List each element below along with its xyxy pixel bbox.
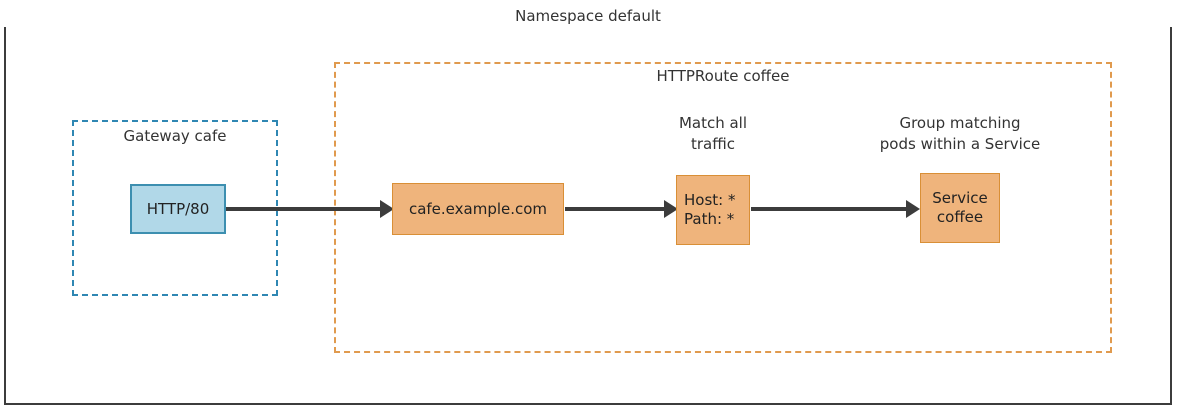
node-backend-service[interactable]: Service coffee [920, 173, 1000, 243]
node-backend-service-name: coffee [936, 208, 984, 226]
match-annotation-line1: Match all [678, 114, 748, 132]
connector-hostname-to-match [565, 207, 667, 211]
node-backend-service-lines: Service coffee [932, 189, 987, 227]
node-gateway-listener-label: HTTP/80 [146, 199, 210, 218]
gateway-label: Gateway cafe [123, 127, 227, 145]
connector-listener-to-hostname [226, 207, 382, 211]
arrowhead-match-to-service-icon [906, 200, 920, 218]
node-route-match-path: Path: * [684, 210, 735, 228]
namespace-label: Namespace default [4, 6, 1172, 27]
arrowhead-hostname-to-match-icon [664, 200, 678, 218]
node-gateway-listener[interactable]: HTTP/80 [130, 184, 226, 234]
match-annotation: Match all traffic [643, 113, 783, 155]
arrowhead-listener-to-hostname-icon [380, 200, 394, 218]
match-annotation-line2: traffic [691, 135, 735, 153]
service-annotation-line1: Group matching [899, 114, 1021, 132]
node-hostname[interactable]: cafe.example.com [392, 183, 564, 235]
httproute-label: HTTPRoute coffee [656, 67, 790, 85]
service-annotation-line2: pods within a Service [879, 135, 1041, 153]
node-route-match[interactable]: Host: * Path: * [676, 175, 750, 245]
node-route-match-lines: Host: * Path: * [684, 191, 735, 229]
node-hostname-label: cafe.example.com [408, 199, 548, 218]
connector-match-to-service [751, 207, 909, 211]
node-backend-service-kind: Service [932, 189, 988, 207]
service-annotation: Group matching pods within a Service [870, 113, 1050, 155]
node-route-match-host: Host: * [684, 191, 736, 209]
